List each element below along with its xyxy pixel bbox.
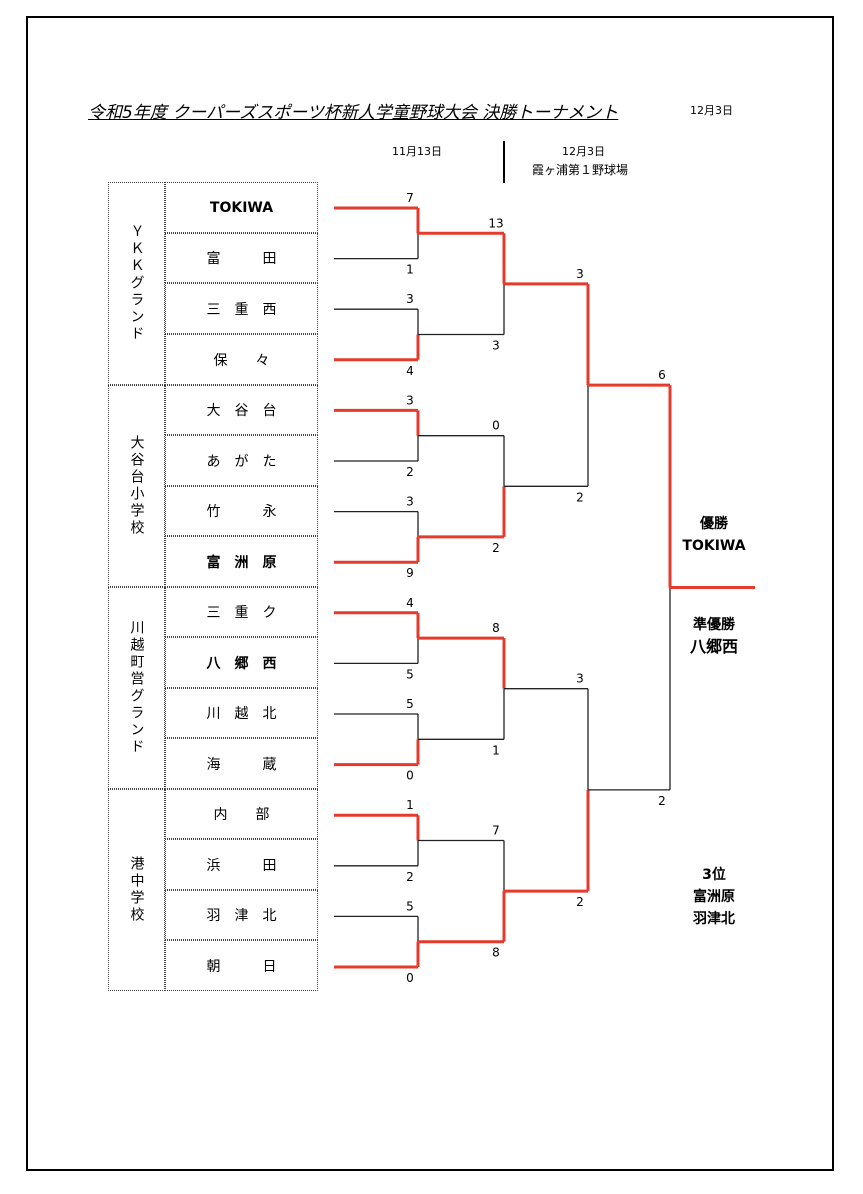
score-label: 4 <box>406 596 414 610</box>
third-place-team: 羽津北 <box>693 911 735 927</box>
team-cell: 内 部 <box>165 789 318 839</box>
team-name: 八 郷 西 <box>206 655 277 672</box>
score-label: 2 <box>406 870 414 884</box>
score-label: 5 <box>406 667 414 681</box>
score-label: 0 <box>492 419 500 433</box>
team-name: 羽 津 北 <box>206 908 277 924</box>
score-label: 3 <box>406 292 414 306</box>
team-cell: TOKIWA <box>165 182 318 233</box>
venue: 霞ヶ浦第１野球場 <box>532 163 629 177</box>
group-cell: 川越町営グランド <box>108 587 165 789</box>
team-cell: 浜 田 <box>165 839 318 890</box>
group-label: ＹＫＫグランド <box>128 224 145 343</box>
team-name: 海 蔵 <box>206 756 277 773</box>
third-place-block: 3位 富洲原 羽津北 <box>672 864 756 930</box>
team-cell: 三 重 西 <box>165 283 318 334</box>
champion-label: 優勝 <box>700 516 728 532</box>
team-name: 浜 田 <box>206 857 277 874</box>
score-label: 2 <box>658 794 666 808</box>
group-label: 港中学校 <box>128 856 145 924</box>
score-label: 5 <box>406 899 414 913</box>
team-name: 三 重 ク <box>206 605 277 621</box>
team-name: 竹 永 <box>206 504 277 520</box>
score-label: 8 <box>492 621 500 635</box>
score-label: 0 <box>406 769 414 783</box>
group-cell: 大谷台小学校 <box>108 385 165 587</box>
group-label: 川越町営グランド <box>128 620 145 756</box>
team-name: 保 々 <box>213 352 270 369</box>
team-name: 富 洲 原 <box>206 554 277 571</box>
third-place-label: 3位 <box>702 867 726 883</box>
score-label: 9 <box>406 566 414 580</box>
runner-up-block: 準優勝 八郷西 <box>672 614 756 658</box>
team-cell: 竹 永 <box>165 486 318 536</box>
venue-divider <box>503 141 505 183</box>
score-label: 3 <box>406 495 414 509</box>
team-name: あ が た <box>206 453 277 470</box>
score-label: 2 <box>492 541 500 555</box>
group-cell: ＹＫＫグランド <box>108 182 165 385</box>
score-label: 5 <box>406 697 414 711</box>
team-cell: 八 郷 西 <box>165 637 318 688</box>
round1-date: 11月13日 <box>392 145 442 158</box>
team-name: 川 越 北 <box>206 706 277 722</box>
champion-team: TOKIWA <box>682 538 746 554</box>
team-cell: 保 々 <box>165 334 318 385</box>
runner-up-label: 準優勝 <box>693 617 735 633</box>
final-date: 12月3日 <box>690 104 733 117</box>
group-cell: 港中学校 <box>108 789 165 991</box>
score-label: 1 <box>406 798 414 812</box>
team-cell: 朝 日 <box>165 940 318 991</box>
page-frame <box>26 16 834 1171</box>
team-cell: 大 谷 台 <box>165 385 318 435</box>
team-name: 朝 日 <box>206 958 277 975</box>
page-title: 令和5年度 クーパーズスポーツ杯新人学童野球大会 決勝トーナメント <box>88 103 619 123</box>
score-label: 1 <box>406 263 414 277</box>
team-name: 富 田 <box>206 251 277 267</box>
group-label: 大谷台小学校 <box>128 435 145 537</box>
team-cell: 海 蔵 <box>165 738 318 789</box>
team-name: TOKIWA <box>209 199 274 216</box>
team-cell: 羽 津 北 <box>165 890 318 940</box>
score-label: 1 <box>492 743 500 757</box>
score-label: 2 <box>576 895 584 909</box>
score-label: 4 <box>406 364 414 378</box>
team-cell: 富 洲 原 <box>165 536 318 587</box>
team-cell: あ が た <box>165 435 318 486</box>
team-name: 大 谷 台 <box>206 403 277 419</box>
team-cell: 川 越 北 <box>165 688 318 738</box>
round2-date: 12月3日 <box>562 145 605 158</box>
score-label: 3 <box>576 672 584 686</box>
runner-up-team: 八郷西 <box>689 637 738 656</box>
team-name: 三 重 西 <box>206 301 277 318</box>
score-label: 2 <box>406 465 414 479</box>
score-label: 8 <box>492 946 500 960</box>
champion-block: 優勝 TOKIWA <box>672 513 756 557</box>
score-label: 7 <box>492 824 500 838</box>
team-cell: 富 田 <box>165 233 318 283</box>
score-label: 13 <box>488 216 503 230</box>
score-label: 3 <box>492 339 500 353</box>
score-label: 3 <box>576 267 584 281</box>
third-place-team: 富洲原 <box>693 889 735 905</box>
team-cell: 三 重 ク <box>165 587 318 637</box>
score-label: 0 <box>406 971 414 985</box>
team-name: 内 部 <box>213 807 270 823</box>
score-label: 2 <box>576 490 584 504</box>
score-label: 3 <box>406 393 414 407</box>
score-label: 6 <box>658 368 666 382</box>
score-label: 7 <box>406 191 414 205</box>
